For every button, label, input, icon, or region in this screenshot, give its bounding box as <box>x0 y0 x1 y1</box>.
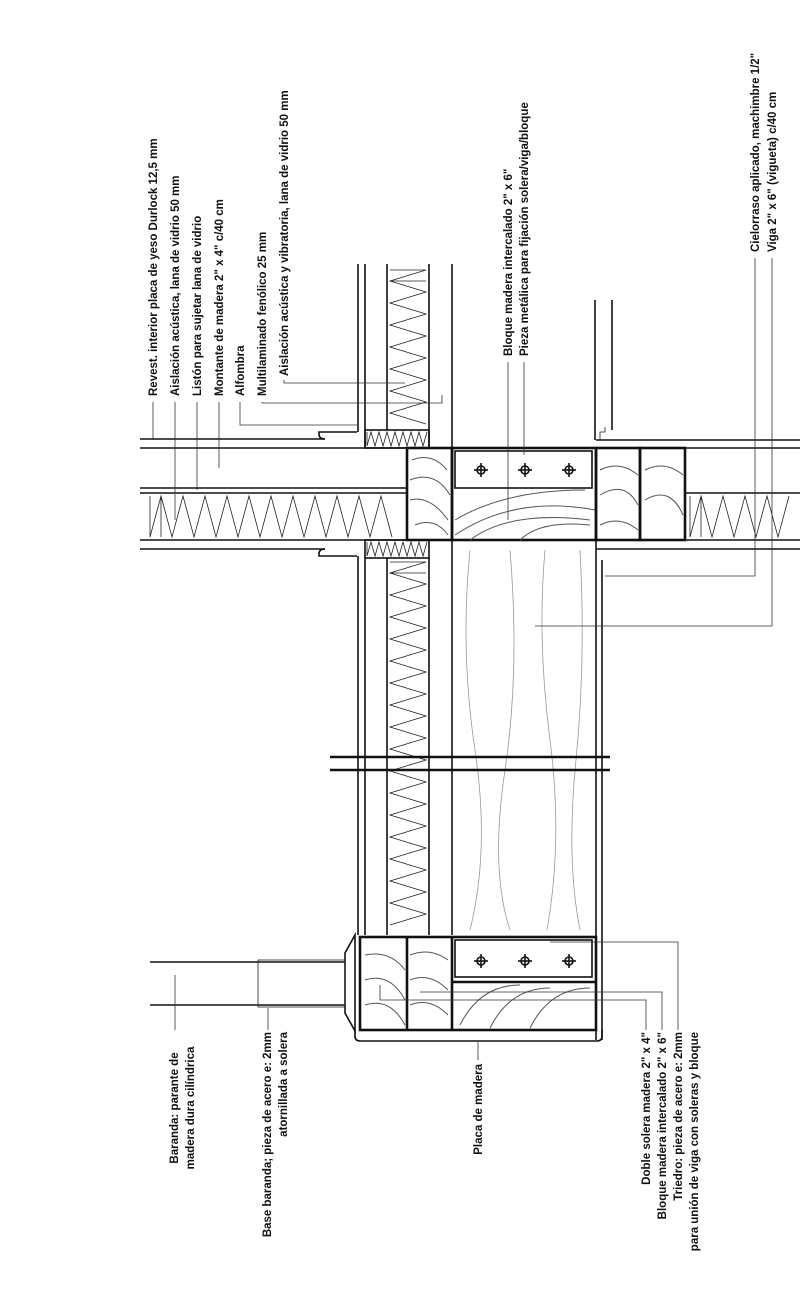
labels-bottom: Baranda: parante de madera dura cilíndri… <box>169 1031 701 1251</box>
bolt-icons <box>474 463 576 477</box>
label-baranda-2: madera dura cilíndrica <box>185 1046 197 1169</box>
insulation-pattern-right <box>689 494 790 539</box>
insulation-strip-lower <box>366 540 428 558</box>
label-liston: Listón para sujetar lana de vidrio <box>192 216 204 396</box>
leader-lines <box>152 258 773 1060</box>
label-montante: Montante de madera 2" x 4" c/40 cm <box>214 199 226 396</box>
insulation-pattern-wall-lower <box>388 561 428 926</box>
bloque-intercalado <box>450 446 598 542</box>
label-triedro-2: para unión de viga con soleras y bloque <box>689 1032 701 1251</box>
label-cielorraso: Cielorraso aplicado, machimbre 1/2" <box>750 53 762 252</box>
label-triedro-1: Triedro: pieza de acero e: 2mm <box>673 1032 685 1201</box>
junction-blocks <box>405 439 800 550</box>
label-bloque-madera: Bloque madera intercalado 2" x 6" <box>503 169 515 356</box>
labels-top: Revest. interior placa de yeso Durlock 1… <box>148 90 291 396</box>
label-aislacion-acustica: Aislación acústica, lana de vidrio 50 mm <box>170 175 182 396</box>
label-alfombra: Alfombra <box>235 345 247 396</box>
solera-block <box>405 446 454 542</box>
wall-right <box>594 300 613 440</box>
label-multilaminado: Multilaminado fenólico 25 mm <box>257 232 269 396</box>
floor-assembly-left <box>140 431 407 557</box>
label-base-baranda-2: atornillada a solera <box>278 1031 290 1136</box>
bottom-assembly <box>150 931 603 1042</box>
label-placa: Placa de madera <box>473 1063 485 1154</box>
wall-lower <box>330 539 610 1040</box>
insulation-pattern-horizontal <box>149 494 393 539</box>
wall-upper <box>357 264 453 449</box>
labels-middle: Bloque madera intercalado 2" x 6" Pieza … <box>503 102 531 356</box>
labels-right: Cielorraso aplicado, machimbre 1/2" Viga… <box>750 53 779 252</box>
pieza-metalica-plate <box>454 450 593 489</box>
base-baranda-plate <box>257 959 346 1008</box>
label-viga: Viga 2" x 6" (vigueta) c/40 cm <box>767 92 779 252</box>
label-doble-solera: Doble solera madera 2" x 4" <box>641 1032 653 1185</box>
label-revestimiento: Revest. interior placa de yeso Durlock 1… <box>148 138 160 396</box>
insulation-strip-upper <box>366 430 428 448</box>
label-aislacion-vibratoria: Aislación acústica y vibratoria, lana de… <box>279 90 291 376</box>
insulation-pattern-wall-upper <box>388 269 428 425</box>
label-pieza-metalica: Pieza metálica para fijación solera/viga… <box>519 102 531 356</box>
label-baranda-1: Baranda: parante de <box>169 1052 181 1163</box>
label-base-baranda-1: Base baranda; pieza de acero e: 2mm <box>262 1032 274 1237</box>
label-bloque-intercalado: Bloque madera intercalado 2" x 6" <box>657 1032 669 1219</box>
